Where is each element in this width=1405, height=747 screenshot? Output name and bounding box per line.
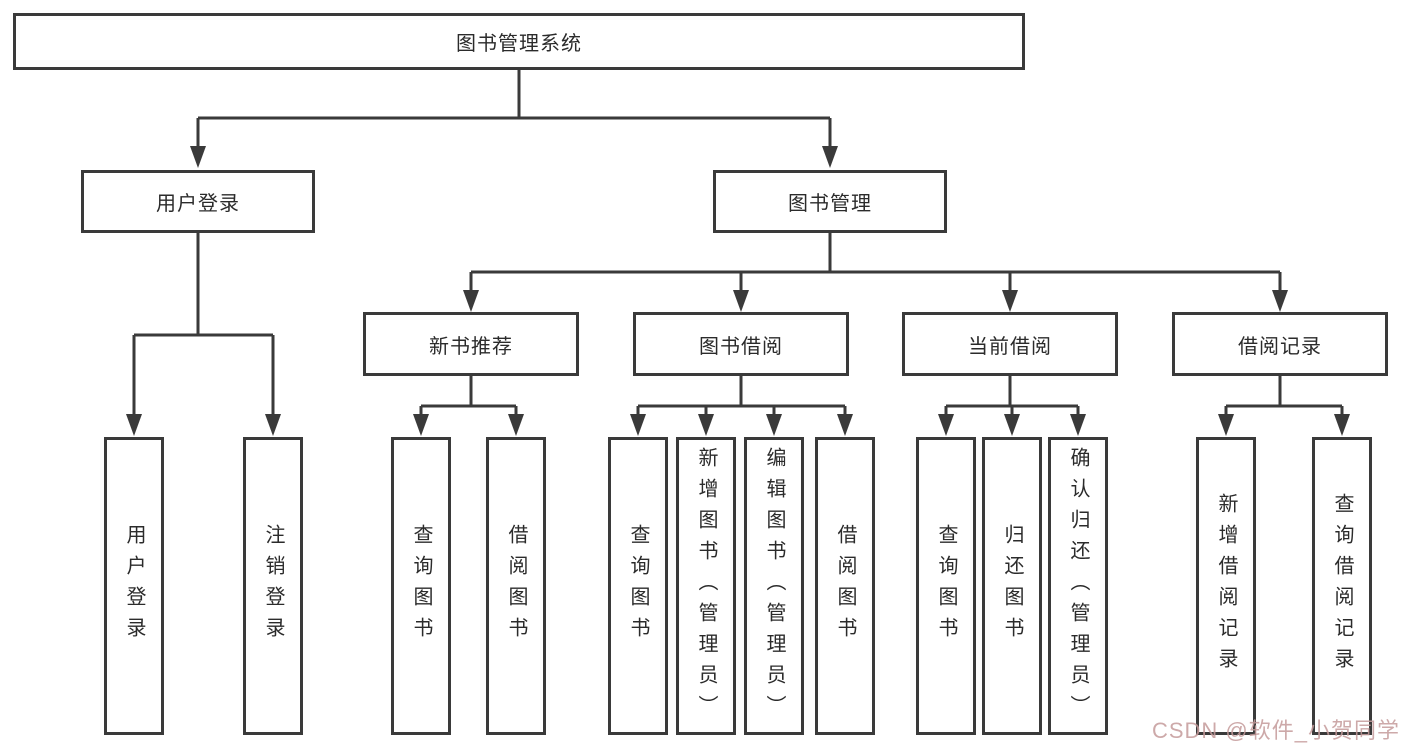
arrowhead (698, 414, 714, 436)
leaf-edit-book-admin: 编辑图书（管理员） (744, 437, 804, 735)
leaf-query-borrow-record-label: 查询借阅记录 (1331, 493, 1353, 679)
leaf-add-book-admin: 新增图书（管理员） (676, 437, 736, 735)
connector-book-mgmt-level3 (469, 233, 1282, 308)
leaf-logout-label: 注销登录 (262, 524, 284, 648)
leaf-add-borrow-record: 新增借阅记录 (1196, 437, 1256, 735)
connector-book-borrow-leaves (636, 376, 847, 432)
leaf-add-borrow-record-label: 新增借阅记录 (1215, 493, 1237, 679)
node-book-management-label: 图书管理 (788, 193, 872, 215)
node-new-book-recommend-label: 新书推荐 (429, 335, 513, 358)
arrowhead (1004, 414, 1020, 436)
leaf-confirm-return-admin: 确认归还（管理员） (1048, 437, 1108, 735)
connector-borrow-records-leaves (1224, 376, 1344, 432)
arrowhead (1218, 414, 1234, 436)
arrowhead (938, 414, 954, 436)
leaf-user-login: 用户登录 (104, 437, 164, 735)
arrowheads (126, 146, 1350, 436)
leaf-query-books-current: 查询图书 (916, 437, 976, 735)
node-root-label: 图书管理系统 (456, 33, 582, 55)
arrowhead (1002, 290, 1018, 312)
leaf-query-books-recommend: 查询图书 (391, 437, 451, 735)
arrowhead (463, 290, 479, 312)
leaf-add-book-admin-label: 新增图书（管理员） (695, 446, 717, 726)
node-root: 图书管理系统 (13, 13, 1025, 70)
leaf-user-login-label: 用户登录 (123, 524, 145, 648)
node-new-book-recommend: 新书推荐 (363, 312, 579, 376)
arrowhead (126, 414, 142, 436)
arrowhead (413, 414, 429, 436)
arrowhead (190, 146, 206, 168)
connector-new-book-leaves (419, 376, 518, 432)
leaf-logout: 注销登录 (243, 437, 303, 735)
arrowhead (1272, 290, 1288, 312)
node-current-borrow-label: 当前借阅 (968, 335, 1052, 358)
arrowhead (837, 414, 853, 436)
leaf-return-books: 归还图书 (982, 437, 1042, 735)
arrowhead (508, 414, 524, 436)
leaf-query-books-current-label: 查询图书 (935, 524, 957, 648)
arrowhead (630, 414, 646, 436)
arrowhead (265, 414, 281, 436)
arrowhead (733, 290, 749, 312)
leaf-edit-book-admin-label: 编辑图书（管理员） (763, 446, 785, 726)
leaf-borrow-books-recommend: 借阅图书 (486, 437, 546, 735)
node-user-login: 用户登录 (81, 170, 315, 233)
node-book-borrow: 图书借阅 (633, 312, 849, 376)
connector-user-login-leaves (132, 233, 275, 432)
node-book-management: 图书管理 (713, 170, 947, 233)
leaf-borrow-books-borrow: 借阅图书 (815, 437, 875, 735)
node-user-login-label: 用户登录 (156, 193, 240, 215)
arrowhead (1070, 414, 1086, 436)
node-borrow-records: 借阅记录 (1172, 312, 1388, 376)
node-borrow-records-label: 借阅记录 (1238, 335, 1322, 358)
leaf-query-books-borrow: 查询图书 (608, 437, 668, 735)
leaf-query-books-borrow-label: 查询图书 (627, 524, 649, 648)
leaf-borrow-books-recommend-label: 借阅图书 (505, 524, 527, 648)
node-current-borrow: 当前借阅 (902, 312, 1118, 376)
node-book-borrow-label: 图书借阅 (699, 335, 783, 358)
watermark: CSDN @软件_小贺同学 (1151, 718, 1400, 743)
leaf-borrow-books-borrow-label: 借阅图书 (834, 524, 856, 648)
leaf-query-books-recommend-label: 查询图书 (410, 524, 432, 648)
leaf-query-borrow-record: 查询借阅记录 (1312, 437, 1372, 735)
arrowhead (1334, 414, 1350, 436)
arrowhead (766, 414, 782, 436)
arrowhead (822, 146, 838, 168)
leaf-return-books-label: 归还图书 (1001, 524, 1023, 648)
leaf-confirm-return-admin-label: 确认归还（管理员） (1067, 446, 1089, 726)
connector-root-to-level2 (196, 70, 832, 164)
